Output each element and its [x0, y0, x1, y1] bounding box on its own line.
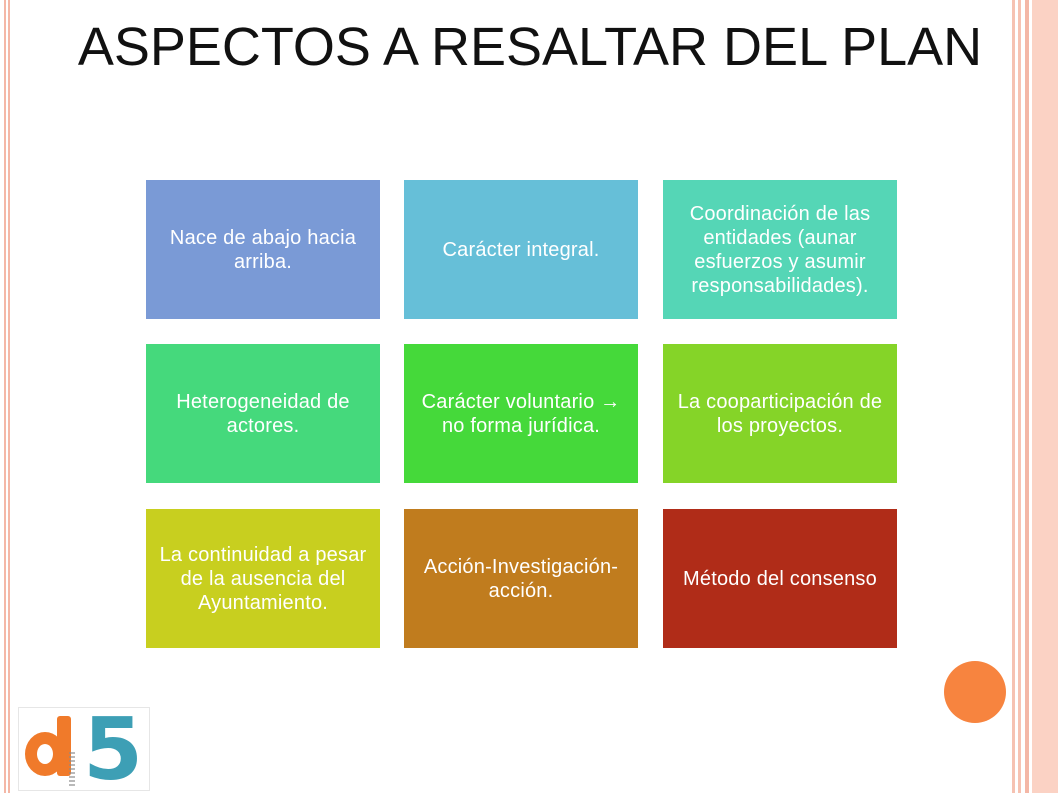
aspect-tile-label: Método del consenso	[683, 567, 877, 590]
aspect-tile-label: Nace de abajo hacia arriba.	[169, 226, 357, 273]
logo-five: 5	[83, 700, 143, 800]
logo-small-print	[69, 752, 75, 788]
aspect-tile-bottom-up: Nace de abajo hacia arriba.	[146, 180, 380, 319]
aspect-tile-voluntary: Carácter voluntario → no forma jurídica.	[404, 344, 638, 483]
slide-frame-left-border	[4, 0, 10, 793]
aspect-tile-label: Carácter voluntario → no forma jurídica.	[421, 390, 621, 437]
aspect-tile-action-research: Acción-Investigación-acción.	[404, 509, 638, 648]
frame-stripe	[1012, 0, 1015, 793]
aspect-tile-label: Heterogeneidad de actores.	[176, 390, 350, 437]
d5-logo: 5	[18, 700, 150, 800]
aspect-tile-heterogeneity: Heterogeneidad de actores.	[146, 344, 380, 483]
aspect-tile-label: La continuidad a pesar de la ausencia de…	[159, 543, 367, 614]
aspect-tile-coordination: Coordinación de las entidades (aunar esf…	[663, 180, 897, 319]
aspect-tile-label: Carácter integral.	[442, 238, 600, 261]
aspect-tile-label: Acción-Investigación-acción.	[423, 555, 619, 602]
frame-stripe	[1018, 0, 1021, 793]
aspect-tile-label: La cooparticipación de los proyectos.	[677, 390, 883, 437]
frame-stripe	[1032, 0, 1058, 793]
slide-frame-right-border	[1012, 0, 1058, 793]
aspect-tile-label: Coordinación de las entidades (aunar esf…	[689, 202, 871, 297]
aspect-tile-coparticipation: La cooparticipación de los proyectos.	[663, 344, 897, 483]
logo-d-counter	[37, 744, 53, 764]
aspect-tile-consensus: Método del consenso	[663, 509, 897, 648]
frame-stripe	[1025, 0, 1029, 793]
accent-circle	[944, 661, 1006, 723]
slide-title: ASPECTOS A RESALTAR DEL PLAN	[77, 17, 983, 77]
logo-d-stem	[57, 716, 71, 776]
aspect-tile-continuity: La continuidad a pesar de la ausencia de…	[146, 509, 380, 648]
aspect-tile-integral: Carácter integral.	[404, 180, 638, 319]
